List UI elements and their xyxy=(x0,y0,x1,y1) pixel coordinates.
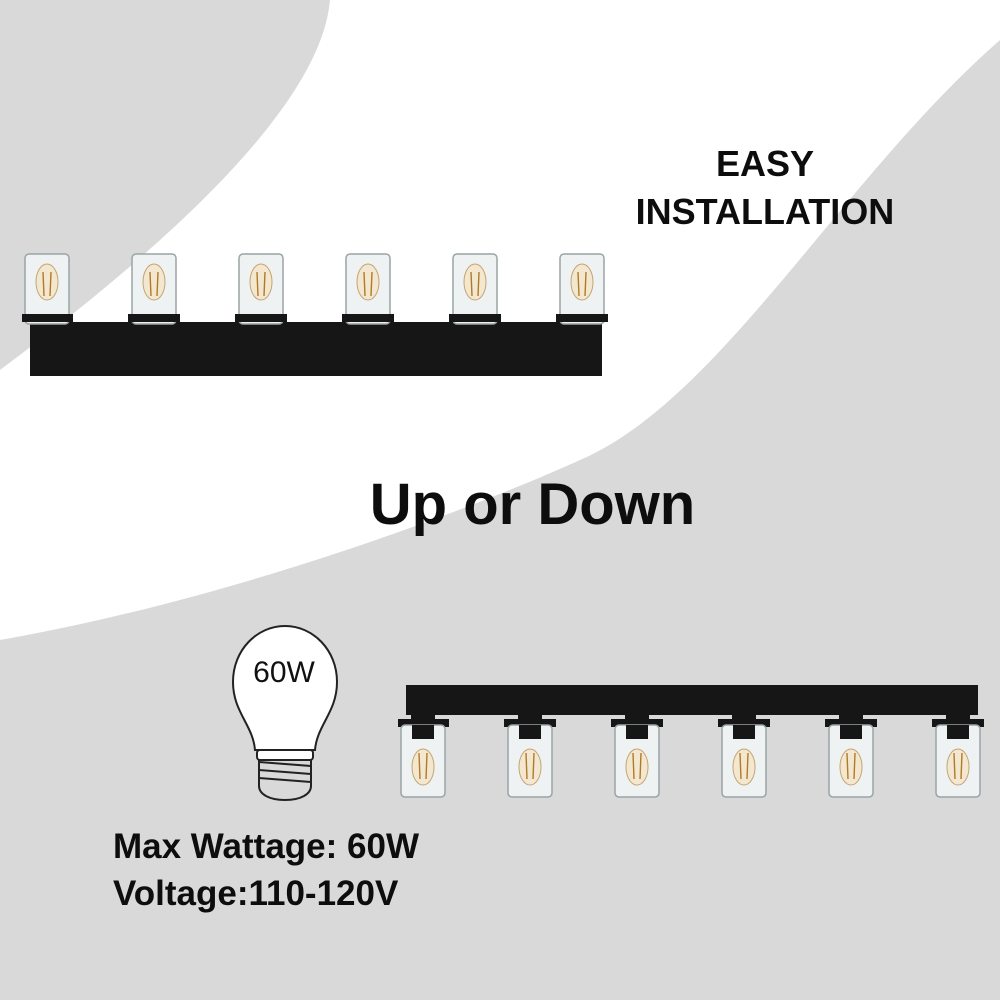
backplate xyxy=(406,685,978,715)
light-bulb-icon xyxy=(231,624,339,802)
mount-mode-title: Up or Down xyxy=(369,472,696,537)
headline-line-1: EASY xyxy=(715,143,815,184)
backplate xyxy=(30,322,602,376)
light-shade-6 xyxy=(556,253,608,368)
light-shade-2 xyxy=(504,693,556,798)
headline: EASY INSTALLATION xyxy=(600,140,930,236)
light-shade-3 xyxy=(611,693,663,798)
light-shade-3 xyxy=(235,253,287,368)
headline-line-2: INSTALLATION xyxy=(635,191,895,232)
light-shade-5 xyxy=(449,253,501,368)
light-shade-5 xyxy=(825,693,877,798)
light-shade-4 xyxy=(342,253,394,368)
fixture-shades-up xyxy=(22,253,608,376)
voltage-spec: Voltage:110-120V xyxy=(113,874,399,913)
bulb-wattage-label: 60W xyxy=(253,656,315,689)
light-shade-1 xyxy=(22,253,73,368)
light-shade-6 xyxy=(932,693,984,798)
light-shade-2 xyxy=(128,253,180,368)
light-shade-4 xyxy=(718,693,770,798)
light-shade-1 xyxy=(398,693,449,798)
max-wattage-spec: Max Wattage: 60W xyxy=(113,827,419,866)
fixture-shades-down xyxy=(398,685,984,798)
